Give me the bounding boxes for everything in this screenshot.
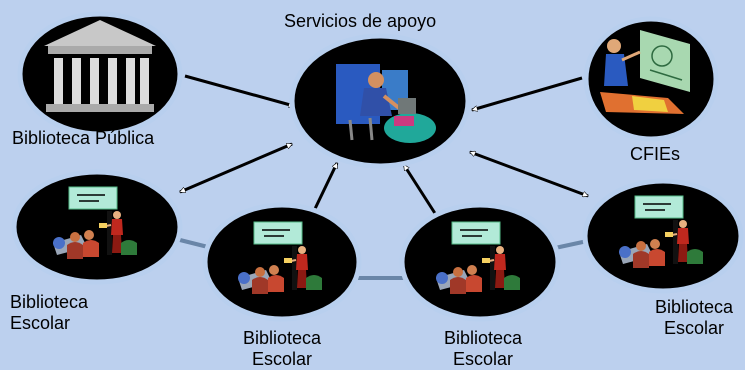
arrow-school4-support — [470, 150, 588, 198]
teacher-whiteboard-icon — [600, 30, 690, 114]
arrow-school3-support — [402, 165, 440, 218]
arrow-school1-support — [180, 142, 292, 194]
node-school-library-3 — [399, 202, 561, 322]
label-school-library-1: Biblioteca Escolar — [10, 292, 88, 334]
node-cfies — [583, 16, 719, 142]
label-line: Escolar — [452, 349, 514, 369]
label-support-services: Servicios de apoyo — [284, 11, 437, 31]
label-line: Biblioteca — [654, 297, 734, 317]
person-at-computer-icon — [336, 64, 436, 143]
label-line: Escolar — [10, 313, 71, 333]
label-cfies: CFIEs — [630, 144, 681, 164]
label-school-library-3: Biblioteca Escolar — [435, 328, 531, 370]
node-school-library-2 — [202, 202, 362, 322]
arrows — [180, 74, 588, 218]
label-line: Biblioteca — [242, 328, 322, 348]
node-school-library-4 — [582, 178, 744, 294]
label-line: Escolar — [251, 349, 313, 369]
node-support-services — [289, 33, 471, 169]
node-school-library-1 — [11, 169, 183, 285]
label-public-library: Biblioteca Pública — [12, 128, 155, 148]
label-school-library-2: Biblioteca Escolar — [234, 328, 330, 370]
label-line: Biblioteca — [10, 292, 89, 312]
label-line: Biblioteca — [443, 328, 523, 348]
arrow-public-to-support — [184, 74, 294, 106]
node-public-library — [17, 11, 183, 137]
arrow-cfies-to-support — [472, 76, 583, 110]
label-line: Escolar — [663, 318, 725, 338]
arrow-school2-support — [310, 163, 339, 215]
building-columns-icon — [44, 20, 156, 112]
label-school-library-4: Biblioteca Escolar — [646, 297, 742, 339]
